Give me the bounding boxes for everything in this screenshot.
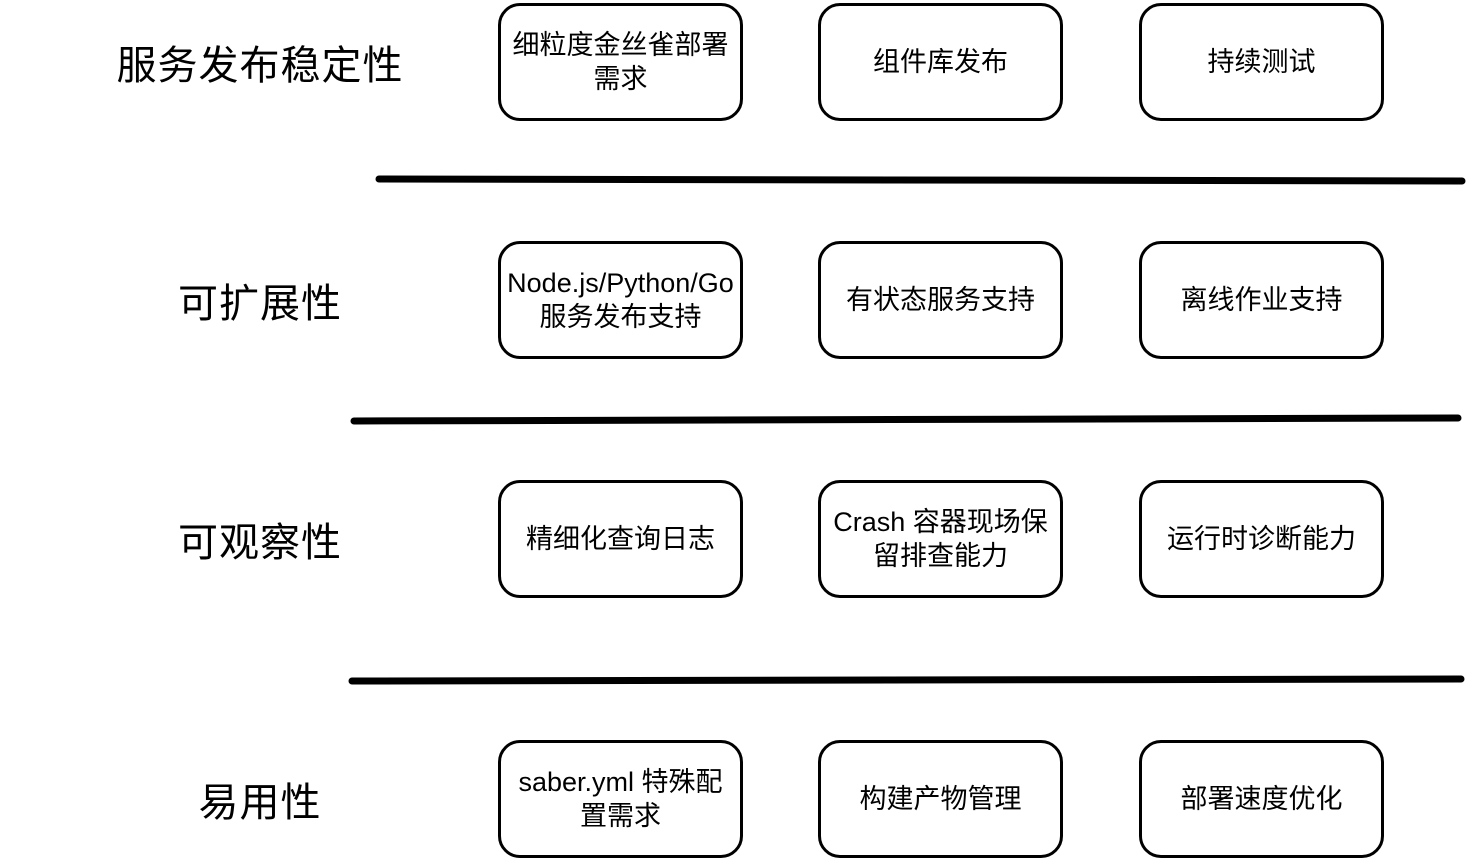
divider-line-2 <box>350 414 1462 425</box>
requirement-box-component-library-release: 组件库发布 <box>818 3 1063 121</box>
requirement-box-language-service-support: Node.js/Python/Go 服务发布支持 <box>498 241 743 359</box>
requirement-box-offline-job-support: 离线作业支持 <box>1139 241 1384 359</box>
divider-line-3 <box>348 675 1465 685</box>
requirement-box-deploy-speed-optimization: 部署速度优化 <box>1139 740 1384 858</box>
requirement-box-stateful-service-support: 有状态服务支持 <box>818 241 1063 359</box>
row-extensibility: 可扩展性 Node.js/Python/Go 服务发布支持 有状态服务支持 离线… <box>0 241 1466 359</box>
requirement-box-continuous-testing: 持续测试 <box>1139 3 1384 121</box>
requirement-box-canary-deploy: 细粒度金丝雀部署需求 <box>498 3 743 121</box>
row-label-service-release-stability: 服务发布稳定性 <box>116 44 404 88</box>
row-observability: 可观察性 精细化查询日志 Crash 容器现场保留排查能力 运行时诊断能力 <box>0 480 1466 598</box>
row-usability: 易用性 saber.yml 特殊配置需求 构建产物管理 部署速度优化 <box>0 740 1466 858</box>
requirement-box-crash-container-retention: Crash 容器现场保留排查能力 <box>818 480 1063 598</box>
row-label-observability: 可观察性 <box>178 521 342 565</box>
requirement-box-runtime-diagnostics: 运行时诊断能力 <box>1139 480 1384 598</box>
row-service-release-stability: 服务发布稳定性 细粒度金丝雀部署需求 组件库发布 持续测试 <box>0 3 1466 121</box>
requirement-box-build-artifact-management: 构建产物管理 <box>818 740 1063 858</box>
row-label-usability: 易用性 <box>198 781 322 825</box>
divider-line-1 <box>375 175 1466 185</box>
row-label-extensibility: 可扩展性 <box>178 282 342 326</box>
requirement-box-fine-grained-log-query: 精细化查询日志 <box>498 480 743 598</box>
requirement-box-saber-yml-config: saber.yml 特殊配置需求 <box>498 740 743 858</box>
